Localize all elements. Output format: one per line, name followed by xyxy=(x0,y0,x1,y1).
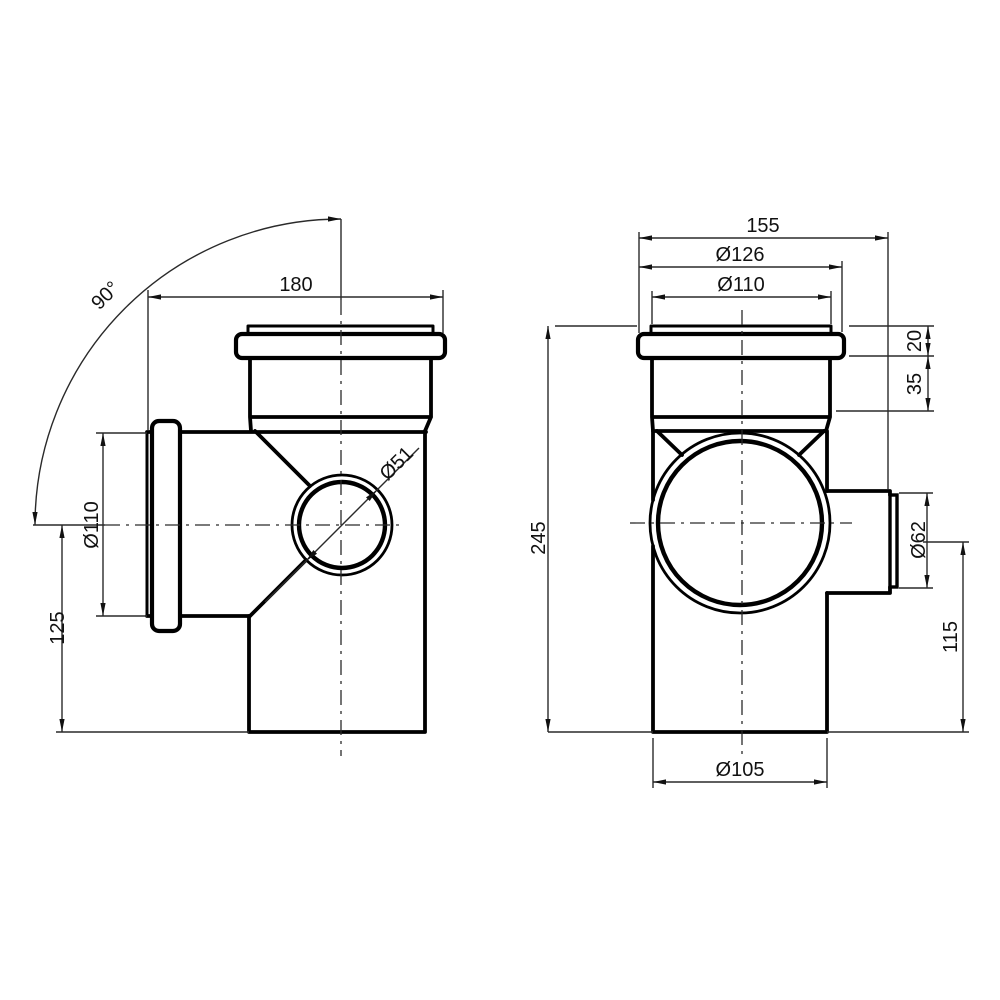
arrow xyxy=(59,525,65,538)
arrow xyxy=(366,490,377,501)
side-branch-socket-collar xyxy=(149,418,183,634)
arrow xyxy=(639,235,652,241)
dim-126-label: Ø126 xyxy=(716,244,765,266)
dim-20-label: 20 xyxy=(904,330,926,352)
arrow xyxy=(960,719,966,732)
dim-51-leader xyxy=(264,447,420,603)
front-transition-slants xyxy=(655,429,826,457)
side-body-transition-slants xyxy=(247,429,312,619)
dim-126-lines xyxy=(639,261,843,332)
arrow xyxy=(925,326,931,339)
front-top-socket-collar xyxy=(635,331,847,361)
front-top-socket-lip xyxy=(649,324,833,336)
front-view: 155 Ø126 Ø110 245 20 35 Ø62 115 Ø105 xyxy=(528,215,969,788)
arrow xyxy=(875,235,888,241)
dim-110-front-lines xyxy=(651,291,832,324)
dim-62-label: Ø62 xyxy=(908,521,930,559)
side-top-socket-lip xyxy=(246,324,435,336)
dim-105-lines xyxy=(652,738,828,788)
dim-62-lines xyxy=(899,492,933,589)
arrow xyxy=(59,719,65,732)
arrow xyxy=(32,512,38,525)
dim-angle-label: 90° xyxy=(87,277,124,314)
dim-245-lines xyxy=(547,325,653,733)
arrow xyxy=(925,398,931,411)
side-body-outline xyxy=(247,429,427,734)
arrow xyxy=(653,779,666,785)
side-outlet-socket xyxy=(825,489,892,595)
arrow xyxy=(100,603,106,616)
arrow xyxy=(925,356,931,369)
arrow xyxy=(818,294,831,300)
front-body-outline xyxy=(651,429,829,734)
dim-155-label: 155 xyxy=(746,215,779,237)
dim-110-front-label: Ø110 xyxy=(717,274,764,296)
arrow xyxy=(328,216,341,222)
arrow xyxy=(545,719,551,732)
front-top-socket-walls xyxy=(650,356,832,433)
dim-125-label: 125 xyxy=(47,611,69,644)
arrow xyxy=(100,433,106,446)
side-top-socket-walls xyxy=(248,356,433,433)
dim-35-label: 35 xyxy=(904,373,926,395)
side-outlet-mouth-rim xyxy=(888,493,899,589)
arrow xyxy=(924,493,930,506)
dim-115-label: 115 xyxy=(940,621,962,653)
arrow xyxy=(652,294,665,300)
dim-51-label: Ø51 xyxy=(376,443,418,485)
arrow xyxy=(925,343,931,356)
arrow xyxy=(545,326,551,339)
dim-180-lines xyxy=(147,290,444,430)
front-branch-outer-circle xyxy=(648,431,832,615)
angle-arc xyxy=(34,218,342,526)
dim-155-lines xyxy=(638,232,889,489)
arrow xyxy=(306,550,317,561)
side-view: 180 90° Ø110 125 Ø51 xyxy=(32,216,448,756)
dim-110-side-label: Ø110 xyxy=(81,501,103,548)
arrow xyxy=(924,575,930,588)
arrow xyxy=(148,294,161,300)
arrow xyxy=(829,264,842,270)
dim-180-label: 180 xyxy=(279,274,312,296)
dim-115-lines xyxy=(827,541,969,733)
dim-245-label: 245 xyxy=(528,521,550,554)
arrow xyxy=(960,542,966,555)
arrow xyxy=(430,294,443,300)
arrow xyxy=(639,264,652,270)
dim-105-label: Ø105 xyxy=(716,759,765,781)
arrow xyxy=(814,779,827,785)
dim-125-lines xyxy=(56,525,249,733)
